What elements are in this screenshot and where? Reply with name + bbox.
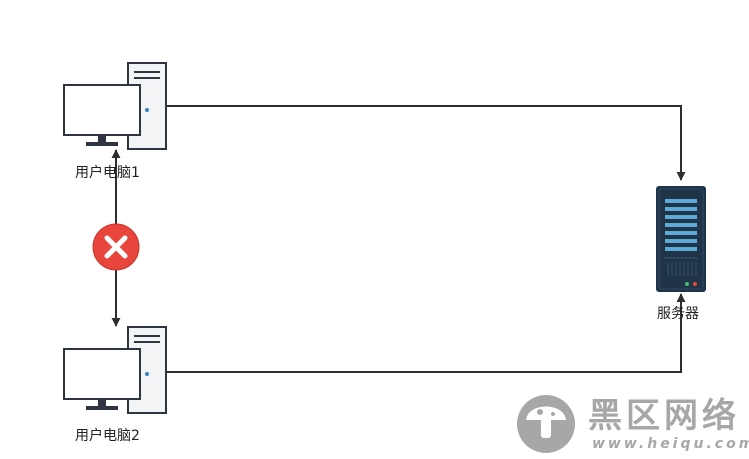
watermark-url: www.heiqu.com xyxy=(592,436,749,452)
pc2-label: 用户电脑2 xyxy=(75,428,140,444)
mushroom-logo-icon xyxy=(517,395,575,453)
server-label: 服务器 xyxy=(657,306,699,322)
desktop-computer-icon xyxy=(63,62,167,150)
connector-pc1-to-server xyxy=(166,105,686,181)
connector-pc2-to-server xyxy=(166,293,686,373)
pc1-label: 用户电脑1 xyxy=(75,165,140,181)
server-rack-icon xyxy=(656,186,706,292)
watermark-title: 黑区网络 xyxy=(588,396,740,436)
desktop-computer-icon xyxy=(63,326,167,414)
blocked-x-icon xyxy=(92,223,140,271)
